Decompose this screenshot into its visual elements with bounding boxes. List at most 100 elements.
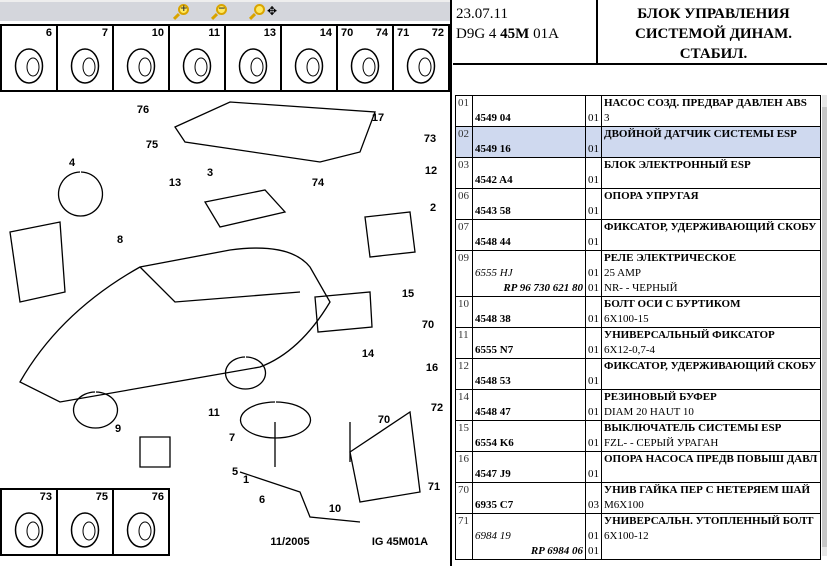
- quantity: 01: [588, 406, 599, 418]
- part-icon: [14, 48, 44, 84]
- zoom-out-button[interactable]: −: [209, 3, 231, 21]
- part-description: УНИВ ГАЙКА ПЕР С НЕТЕРЯЕМ ШАЙ: [604, 484, 811, 496]
- table-row[interactable]: 70 6935 C7 03 УНИВ ГАЙКА ПЕР С НЕТЕРЯЕМ …: [455, 482, 821, 514]
- part-number[interactable]: 4548 53: [475, 375, 511, 387]
- part-thumbnail[interactable]: 6: [2, 26, 56, 90]
- part-number[interactable]: 4548 38: [475, 313, 511, 325]
- item-number: 03: [455, 157, 473, 189]
- part-number[interactable]: 4548 47: [475, 406, 511, 418]
- callout-label[interactable]: 4: [69, 157, 76, 169]
- part-icon: [350, 48, 380, 84]
- part-thumbnail[interactable]: 73: [2, 490, 56, 554]
- part-number[interactable]: 6555 N7: [475, 344, 514, 356]
- scrollbar[interactable]: [822, 95, 827, 556]
- part-number[interactable]: 4549 04: [475, 112, 511, 124]
- callout-label[interactable]: 70: [378, 414, 390, 426]
- part-thumbnail[interactable]: 11: [170, 26, 224, 90]
- callout-label[interactable]: 11: [208, 407, 220, 419]
- callout-label[interactable]: 9: [115, 423, 121, 435]
- thumbnail-label: 14: [319, 27, 332, 39]
- zoom-in-button[interactable]: +: [171, 3, 193, 21]
- part-thumbnail[interactable]: 13: [226, 26, 280, 90]
- part-detail: [604, 467, 818, 482]
- zoom-out-icon: −: [216, 3, 227, 15]
- callout-label[interactable]: 5: [232, 466, 238, 478]
- scrollbar-thumb[interactable]: [822, 107, 827, 547]
- part-thumbnail[interactable]: 7: [58, 26, 112, 90]
- part-number[interactable]: 4548 44: [475, 236, 511, 248]
- quantity: 01: [588, 468, 599, 480]
- part-number[interactable]: 6984 19: [475, 530, 511, 542]
- thumbnail-label: 7: [101, 27, 108, 39]
- callout-label[interactable]: 1: [243, 474, 249, 486]
- support-16: [349, 410, 421, 503]
- zoom-in-icon: +: [178, 3, 189, 15]
- item-number: 01: [455, 95, 473, 127]
- quantity: 01: [588, 112, 599, 124]
- table-row[interactable]: 07 4548 44 01 ФИКСАТОР, УДЕРЖИВАЮЩИЙ СКО…: [455, 219, 821, 251]
- part-detail: M6X100: [604, 499, 644, 511]
- replacement-part-number: RP 96 730 621 80: [503, 282, 583, 294]
- callout-label[interactable]: 13: [169, 177, 181, 189]
- part-number[interactable]: 6935 C7: [475, 499, 514, 511]
- part-number[interactable]: 4547 J9: [475, 468, 511, 480]
- callout-label[interactable]: 16: [426, 362, 438, 374]
- part-number[interactable]: 4543 58: [475, 205, 511, 217]
- table-row[interactable]: 02 4549 16 01 ДВОЙНОЙ ДАТЧИК СИСТЕМЫ ESP: [455, 126, 821, 158]
- part-detail: FZL- - СЕРЫЙ УРАГАН: [604, 437, 719, 449]
- item-number: 11: [455, 327, 473, 359]
- callout-label[interactable]: 10: [329, 503, 341, 515]
- callout-label[interactable]: 7: [229, 432, 235, 444]
- quantity: 01: [588, 530, 599, 542]
- callout-label[interactable]: 76: [137, 104, 149, 116]
- callout-label[interactable]: 73: [424, 133, 436, 145]
- callout-label[interactable]: 15: [402, 288, 414, 300]
- part-thumbnail[interactable]: 75: [58, 490, 112, 554]
- callout-label[interactable]: 71: [428, 481, 440, 493]
- quantity: 03: [588, 499, 599, 511]
- table-row[interactable]: 16 4547 J9 01 ОПОРА НАСОСА ПРЕДВ ПОВЫШ Д…: [455, 451, 821, 483]
- zoom-toolbar: + − ✥: [0, 0, 450, 21]
- callout-label[interactable]: 2: [430, 202, 436, 214]
- part-description: НАСОС СОЗД. ПРЕДВАР ДАВЛЕН ABS: [604, 97, 807, 109]
- part-icon: [70, 512, 100, 548]
- part-thumbnail[interactable]: 10: [114, 26, 168, 90]
- table-row[interactable]: 06 4543 58 01 ОПОРА УПРУГАЯ: [455, 188, 821, 220]
- thumbnail-label: 13: [263, 27, 276, 39]
- thumbnail-label: 75: [95, 491, 108, 503]
- part-number[interactable]: 4549 16: [475, 143, 511, 155]
- callout-label[interactable]: 8: [117, 234, 123, 246]
- diagram-footer-text: IG 45M01A: [372, 536, 428, 548]
- item-number: 12: [455, 358, 473, 390]
- callout-label[interactable]: 70: [422, 319, 434, 331]
- part-thumbnail[interactable]: 14: [282, 26, 336, 90]
- part-detail: [604, 173, 818, 188]
- part-number[interactable]: 6554 K6: [475, 437, 514, 449]
- part-number[interactable]: 6555 HJ: [475, 267, 513, 279]
- part-number[interactable]: 4542 A4: [475, 174, 513, 186]
- callout-label[interactable]: 75: [146, 139, 158, 151]
- callout-label[interactable]: 74: [312, 177, 325, 189]
- callout-label[interactable]: 17: [372, 112, 384, 124]
- table-row[interactable]: 03 4542 A4 01 БЛОК ЭЛЕКТРОННЫЙ ESP: [455, 157, 821, 189]
- zoom-fit-button[interactable]: ✥: [247, 3, 279, 21]
- part-thumbnail[interactable]: 76: [114, 490, 168, 554]
- callout-label[interactable]: 72: [431, 402, 443, 414]
- callout-label[interactable]: 6: [259, 494, 265, 506]
- exploded-parts-diagram[interactable]: 7617737541337412281570141672119770516107…: [0, 92, 450, 566]
- part-description: ФИКСАТОР, УДЕРЖИВАЮЩИЙ СКОБУ: [604, 221, 817, 233]
- callout-label[interactable]: 3: [207, 167, 213, 179]
- table-row[interactable]: 01 4549 04 01 НАСОС СОЗД. ПРЕДВАР ДАВЛЕН…: [455, 95, 821, 127]
- callout-label[interactable]: 14: [362, 348, 375, 360]
- callout-label[interactable]: 12: [425, 165, 437, 177]
- table-row[interactable]: 12 4548 53 01 ФИКСАТОР, УДЕРЖИВАЮЩИЙ СКО…: [455, 358, 821, 390]
